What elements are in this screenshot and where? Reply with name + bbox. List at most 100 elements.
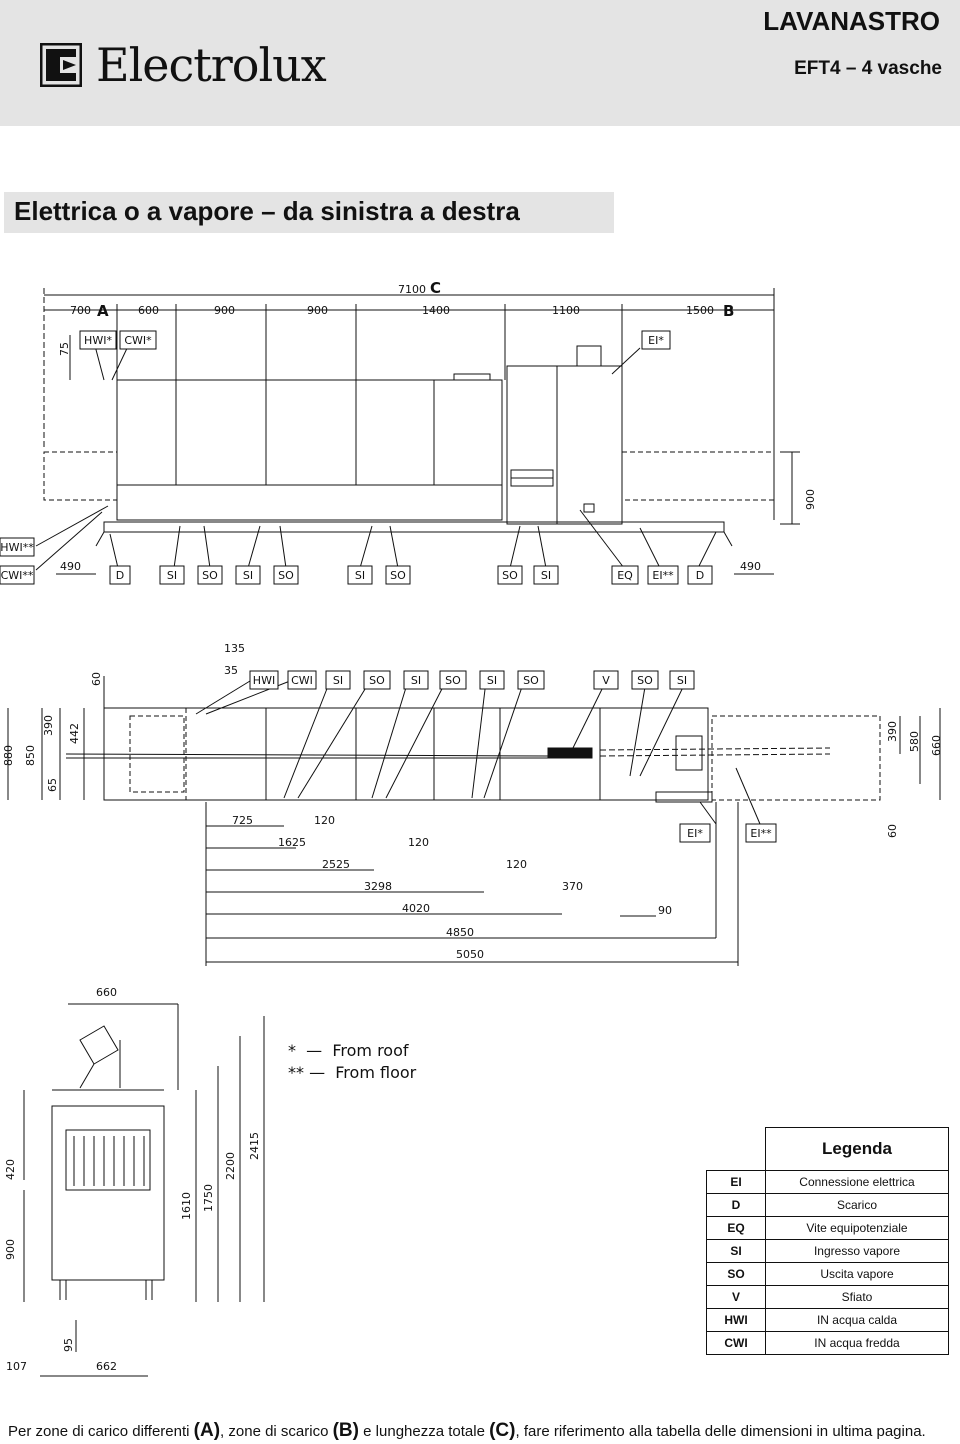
connection-label: SO xyxy=(390,569,406,582)
overall-length-label: 7100 xyxy=(398,283,426,296)
segment-dimension: 900 xyxy=(307,304,328,317)
dimension-label: 75 xyxy=(58,342,71,356)
dimension-label: 2525 xyxy=(322,858,350,871)
connection-box xyxy=(347,565,373,585)
dimension-label: 3298 xyxy=(364,880,392,893)
dimension-label: 725 xyxy=(232,814,253,827)
connection-label: SO xyxy=(278,569,294,582)
tag-b: B xyxy=(723,302,734,320)
connection-label: SI xyxy=(541,569,551,582)
connection-box xyxy=(235,565,261,585)
dimension-label: 490 xyxy=(740,560,761,573)
connection-label: EI* xyxy=(687,827,703,840)
note-floor: ** — From floor xyxy=(288,1063,417,1082)
connection-label: SO xyxy=(369,674,385,687)
connection-box xyxy=(249,670,279,690)
connection-label: EI* xyxy=(648,334,664,347)
dimension-label: 580 xyxy=(908,731,921,752)
connection-box xyxy=(497,565,523,585)
connection-box xyxy=(517,670,545,690)
connection-label: EQ xyxy=(617,569,633,582)
connection-box-hwi-floor xyxy=(0,537,35,557)
dimension-label: 2200 xyxy=(224,1152,237,1180)
connection-label: D xyxy=(696,569,704,582)
product-subtitle: EFT4 – 4 vasche xyxy=(794,58,942,79)
connection-box xyxy=(439,670,467,690)
dimension-label: 660 xyxy=(96,986,117,999)
connection-box xyxy=(611,565,639,585)
tag-c: C xyxy=(430,279,441,297)
dimension-label: 1610 xyxy=(180,1192,193,1220)
dimension-label: 1625 xyxy=(278,836,306,849)
dimension-label: 390 xyxy=(42,715,55,736)
connection-box xyxy=(593,670,619,690)
segment-dimension: 600 xyxy=(138,304,159,317)
dimension-label: 662 xyxy=(96,1360,117,1373)
connection-label: SI xyxy=(487,674,497,687)
section-title: Elettrica o a vapore – da sinistra a des… xyxy=(14,196,520,226)
connection-label: SI xyxy=(243,569,253,582)
dimension-label: 420 xyxy=(4,1159,17,1180)
dimension-label: 60 xyxy=(90,672,103,686)
connection-label: CWI** xyxy=(1,569,34,582)
connection-box-cwi-floor xyxy=(0,565,35,585)
header: Electrolux LAVANASTRO EFT4 – 4 vasche xyxy=(0,0,960,126)
connection-label: HWI* xyxy=(84,334,112,347)
connection-label: D xyxy=(116,569,124,582)
ref-c: (C) xyxy=(489,1420,516,1441)
connection-label: HWI xyxy=(253,674,275,687)
connection-box xyxy=(403,670,429,690)
dimension-label: 90 xyxy=(658,904,672,917)
segment-dimension: 1500 xyxy=(686,304,714,317)
segment-dimension: 1100 xyxy=(552,304,580,317)
connection-label: SO xyxy=(502,569,518,582)
dimension-label: 442 xyxy=(68,723,81,744)
ref-a: (A) xyxy=(193,1420,221,1441)
connection-box xyxy=(273,565,299,585)
product-title: LAVANASTRO xyxy=(763,6,940,36)
connection-box-ei xyxy=(679,823,711,843)
connection-label: SI xyxy=(167,569,177,582)
connection-label: SO xyxy=(202,569,218,582)
connection-label: EI** xyxy=(750,827,772,840)
dimension-label: 490 xyxy=(60,560,81,573)
tag-a: A xyxy=(97,302,109,320)
legend-title: Legenda xyxy=(765,1127,949,1171)
note-roof: * — From roof xyxy=(288,1041,409,1060)
connection-box xyxy=(385,565,411,585)
dimension-label: 880 xyxy=(2,745,15,766)
connection-label: SI xyxy=(411,674,421,687)
electrolux-logo: Electrolux xyxy=(39,38,327,92)
connection-label: SO xyxy=(445,674,461,687)
dimension-label: 660 xyxy=(930,735,943,756)
connection-box xyxy=(197,565,223,585)
connection-label: SO xyxy=(637,674,653,687)
connection-box xyxy=(533,565,559,585)
dimension-label: 120 xyxy=(506,858,527,871)
dimension-label: 900 xyxy=(804,489,817,510)
connection-box xyxy=(363,670,391,690)
connection-box xyxy=(687,565,713,585)
connection-label: CWI xyxy=(291,674,313,687)
dimension-label: 60 xyxy=(886,824,899,838)
connection-box-ei xyxy=(641,330,671,350)
dimension-label: 95 xyxy=(62,1338,75,1352)
dimension-label: 2415 xyxy=(248,1132,261,1160)
footer-note: Per zone di carico differenti (A), zone … xyxy=(8,1420,926,1441)
connection-box-hwi xyxy=(79,330,117,350)
dimension-label: 390 xyxy=(886,721,899,742)
dimension-label: 5050 xyxy=(456,948,484,961)
brand-name: Electrolux xyxy=(96,38,327,92)
connection-label: SI xyxy=(355,569,365,582)
connection-label: SI xyxy=(677,674,687,687)
dimension-label: 4850 xyxy=(446,926,474,939)
connection-label: HWI** xyxy=(0,541,34,554)
connection-label: V xyxy=(602,674,610,687)
